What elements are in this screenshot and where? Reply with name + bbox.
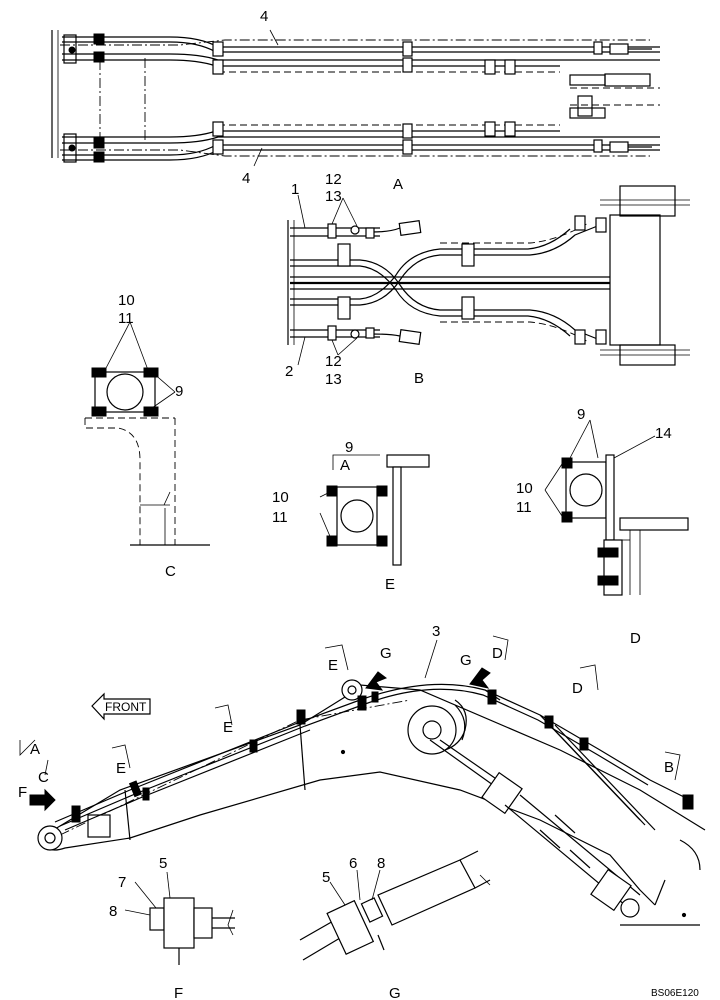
top-view-piping	[51, 29, 660, 167]
label-part-4-top: 4	[260, 8, 268, 25]
label-part-7-F: 7	[118, 874, 126, 891]
label-view-F: F	[174, 985, 183, 1000]
section-mark-F: F	[18, 784, 27, 801]
label-part-1: 1	[291, 181, 299, 198]
label-part-A-E: A	[340, 457, 350, 474]
label-part-12-bottom: 12	[325, 353, 342, 370]
label-part-10-C: 10	[118, 292, 135, 309]
view-D-clamp	[544, 419, 689, 596]
section-mark-C: C	[38, 769, 49, 786]
label-view-D: D	[630, 630, 641, 647]
label-view-A: A	[393, 176, 403, 193]
view-C-clamp	[84, 321, 210, 546]
section-mark-G2: G	[460, 652, 472, 669]
label-part-12-top: 12	[325, 171, 342, 188]
section-mark-A: A	[30, 741, 40, 758]
label-part-8-G: 8	[377, 855, 385, 872]
label-part-9-C: 9	[175, 383, 183, 400]
label-part-10-E: 10	[272, 489, 289, 506]
label-part-9-E: 9	[345, 439, 353, 456]
label-view-C: C	[165, 563, 176, 580]
label-view-E: E	[385, 576, 395, 593]
label-part-4-bottom: 4	[242, 170, 250, 187]
view-E-clamp	[319, 454, 430, 566]
section-mark-E3: E	[328, 657, 338, 674]
section-mark-D2: D	[572, 680, 583, 697]
label-view-B: B	[414, 370, 424, 387]
label-part-5-F: 5	[159, 855, 167, 872]
front-arrow: FRONT	[105, 700, 147, 714]
label-view-G: G	[389, 985, 401, 1000]
label-part-11-D: 11	[516, 499, 532, 516]
label-part-6-G: 6	[349, 855, 357, 872]
section-mark-B: B	[664, 759, 674, 776]
section-mark-G1: G	[380, 645, 392, 662]
label-part-10-D: 10	[516, 480, 533, 497]
label-part-14-D: 14	[655, 425, 672, 442]
label-part-2: 2	[285, 363, 293, 380]
section-mark-E1: E	[116, 760, 126, 777]
view-B-piping	[287, 185, 690, 366]
label-part-11-C: 11	[118, 310, 134, 327]
section-mark-D1: D	[492, 645, 503, 662]
label-part-13-bottom: 13	[325, 371, 342, 388]
section-mark-E2: E	[223, 719, 233, 736]
view-G-fitting	[299, 850, 491, 961]
label-part-5-G: 5	[322, 869, 330, 886]
label-part-13-top: 13	[325, 188, 342, 205]
view-F-fitting	[124, 871, 235, 965]
front-label: FRONT	[105, 700, 147, 714]
label-part-3: 3	[432, 623, 440, 640]
boom-side-view	[19, 635, 706, 926]
label-part-11-E: 11	[272, 509, 288, 526]
drawing-code: BS06E120	[651, 988, 699, 999]
label-part-8-F: 8	[109, 903, 117, 920]
label-part-9-D: 9	[577, 406, 585, 423]
